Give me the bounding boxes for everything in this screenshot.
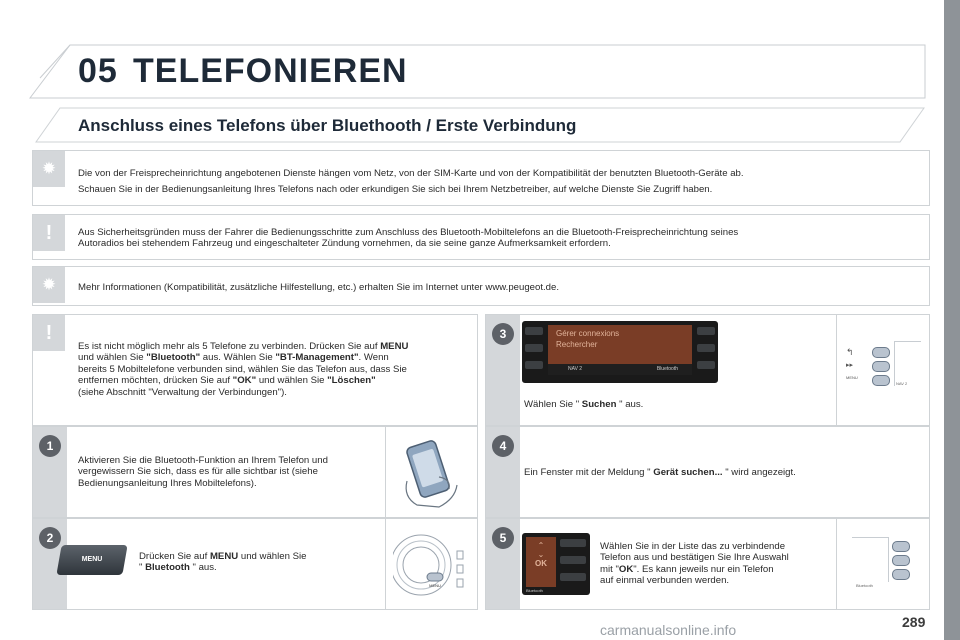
section-title: Anschluss eines Telefons über Bluethooth… xyxy=(78,116,577,135)
step-5-text: Wählen Sie in der Liste das zu verbinden… xyxy=(600,541,789,587)
menu-label: MENU xyxy=(846,375,858,380)
step-number-column: 3 xyxy=(486,315,520,425)
radio-knob-illustration: MENU xyxy=(393,534,464,596)
header-decoration xyxy=(28,44,926,99)
chapter-number: 05 xyxy=(78,52,118,90)
up-arrow-icon: ⌃ xyxy=(537,541,545,550)
softkey-button xyxy=(892,569,910,580)
ok-label: OK xyxy=(535,559,547,568)
step-1-text: Aktivieren Sie die Bluetooth-Funktion an… xyxy=(78,455,328,489)
down-arrow-icon: ⌄ xyxy=(537,550,545,559)
radio-display: Gérer connexions Rechercher NAV 2 Blueto… xyxy=(522,321,718,383)
back-icon: ↰ xyxy=(846,347,854,357)
step-4-box: 4 Ein Fenster mit der Meldung " Gerät su… xyxy=(485,426,930,518)
display-right-buttons xyxy=(697,327,715,375)
step-number-column: 1 xyxy=(33,427,67,517)
step-number-column: 5 xyxy=(486,519,520,609)
watermark: carmanualsonline.info xyxy=(600,622,737,638)
bluetooth-label: Bluetooth xyxy=(526,588,543,593)
step-number-column: 2 xyxy=(33,519,67,609)
softkey-button xyxy=(872,347,890,358)
step-badge: 5 xyxy=(492,527,514,549)
note-text-line2: Schauen Sie in der Bedienungsanleitung I… xyxy=(78,184,713,195)
step-badge: 1 xyxy=(39,435,61,457)
nav-label: NAV 2 xyxy=(896,381,908,386)
section-title-frame xyxy=(35,107,925,143)
note-text-line2: Autoradios bei stehendem Fahrzeug und ei… xyxy=(78,238,611,249)
phone-in-hand-icon xyxy=(405,440,458,508)
exclamation-icon: ! xyxy=(45,322,53,344)
menu-button: MENU xyxy=(56,545,128,575)
note-icon-cell: ✹ xyxy=(33,151,65,187)
svg-text:MENU: MENU xyxy=(429,583,441,588)
step-3-box: 3 Gérer connexions Rechercher NAV 2 Blue… xyxy=(485,314,930,426)
softkey-button xyxy=(872,361,890,372)
divider xyxy=(385,427,386,517)
bluetooth-label: Bluetooth xyxy=(856,583,873,588)
step-3-text: Wählen Sie " Suchen " aus. xyxy=(524,399,644,410)
step-number-column: 4 xyxy=(486,427,520,517)
softkey-button xyxy=(892,541,910,552)
display-screen: Gérer connexions Rechercher NAV 2 Blueto… xyxy=(548,325,692,375)
gear-icon: ✹ xyxy=(41,275,57,294)
side-tab-bar xyxy=(944,0,960,640)
note-icon-cell: ! xyxy=(33,315,65,351)
chapter-title: TELEFONIEREN xyxy=(133,52,408,90)
step-4-text: Ein Fenster mit der Meldung " Gerät such… xyxy=(524,467,796,478)
note-icon-cell: ! xyxy=(33,215,65,251)
screen-edge xyxy=(852,537,889,582)
note-box-more-info: ✹ Mehr Informationen (Kompatibilität, zu… xyxy=(32,266,930,306)
step-2-box: 2 MENU Drücken Sie auf MENU und wählen S… xyxy=(32,518,478,610)
display-left-buttons xyxy=(525,327,543,375)
warning-box-max-phones: ! Es ist nicht möglich mehr als 5 Telefo… xyxy=(32,314,478,426)
divider xyxy=(836,315,837,425)
step-1-box: 1 Aktivieren Sie die Bluetooth-Funktion … xyxy=(32,426,478,518)
note-text-line1: Aus Sicherheitsgründen muss der Fahrer d… xyxy=(78,227,739,238)
screen-edge xyxy=(894,341,921,386)
radio-display-ok: ⌃ ⌄ OK Bluetooth xyxy=(522,533,590,595)
forward-icon: ▸▸ xyxy=(846,362,854,369)
note-text-line1: Die von der Freisprecheinrichtung angebo… xyxy=(78,168,744,179)
note-text-line1: Mehr Informationen (Kompatibilität, zusä… xyxy=(78,282,559,293)
ok-screen: ⌃ ⌄ OK xyxy=(526,537,556,587)
gear-icon: ✹ xyxy=(41,159,57,178)
warning-text: Es ist nicht möglich mehr als 5 Telefone… xyxy=(78,341,409,398)
exclamation-icon: ! xyxy=(45,222,53,244)
radio-side-panel: ↰ ▸▸ MENU NAV 2 xyxy=(846,341,924,391)
step-2-text: Drücken Sie auf MENU und wählen Sie " Bl… xyxy=(139,551,307,574)
divider xyxy=(385,519,386,609)
softkey-button xyxy=(872,375,890,386)
note-box-safety: ! Aus Sicherheitsgründen muss der Fahrer… xyxy=(32,214,930,260)
radio-side-panel: Bluetooth xyxy=(852,533,918,593)
softkey-button xyxy=(892,555,910,566)
step-badge: 2 xyxy=(39,527,61,549)
step-badge: 3 xyxy=(492,323,514,345)
note-icon-cell: ✹ xyxy=(33,267,65,303)
page-number: 289 xyxy=(902,614,926,630)
step-badge: 4 xyxy=(492,435,514,457)
step-5-box: 5 ⌃ ⌄ OK Bluetooth Wählen Sie in der Lis… xyxy=(485,518,930,610)
note-box-compatibility: ✹ Die von der Freisprecheinrichtung ange… xyxy=(32,150,930,206)
display-right-buttons xyxy=(560,539,586,581)
divider xyxy=(836,519,837,609)
